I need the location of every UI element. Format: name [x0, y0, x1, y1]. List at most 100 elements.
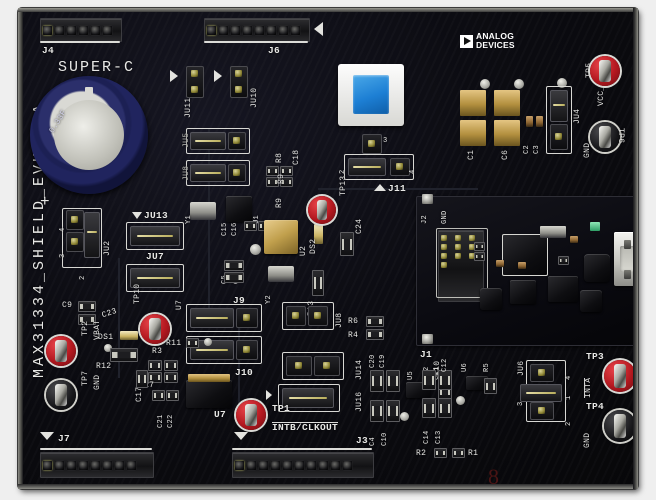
- pushbutton-sw1[interactable]: [338, 64, 404, 126]
- swd-pin[interactable]: [441, 253, 447, 259]
- header-pin[interactable]: [66, 25, 76, 35]
- header-pin[interactable]: [102, 460, 112, 470]
- jumper-post[interactable]: [555, 133, 562, 140]
- header-pin[interactable]: [254, 25, 264, 35]
- header-pin[interactable]: [270, 460, 280, 470]
- header-pin[interactable]: [234, 460, 244, 470]
- jumper-post[interactable]: [235, 86, 242, 93]
- header-pin[interactable]: [230, 25, 240, 35]
- testpoint-tp3-inta[interactable]: [604, 360, 636, 392]
- swd-pin[interactable]: [441, 235, 447, 241]
- jumper-ju6-pin4[interactable]: [530, 364, 554, 382]
- jumper-ju6-shunt[interactable]: [520, 384, 562, 402]
- jumper-j11-shunt[interactable]: [348, 158, 386, 176]
- jumper-ju10[interactable]: [230, 66, 248, 98]
- header-pin[interactable]: [90, 460, 100, 470]
- jumper-post[interactable]: [243, 314, 250, 321]
- jumper-post[interactable]: [396, 163, 403, 170]
- header-pin[interactable]: [294, 460, 304, 470]
- header-j4[interactable]: [40, 18, 122, 42]
- jumper-j9-shunt[interactable]: [190, 308, 234, 328]
- jumper-ju5-open[interactable]: [228, 132, 246, 150]
- testpoint-tp1-intb-clkout[interactable]: [236, 400, 266, 430]
- swd-pin[interactable]: [441, 244, 447, 250]
- jumper-j11-top[interactable]: [362, 134, 382, 154]
- header-pin[interactable]: [306, 460, 316, 470]
- sw1-button-cap[interactable]: [352, 75, 390, 114]
- jumper-ju14-b[interactable]: [314, 356, 340, 376]
- header-pin[interactable]: [78, 460, 88, 470]
- jumper-post[interactable]: [368, 140, 375, 147]
- jumper-ju14-a[interactable]: [286, 356, 312, 376]
- jumper-ju8-a[interactable]: [286, 306, 306, 326]
- jumper-post[interactable]: [292, 312, 299, 319]
- jumper-post[interactable]: [295, 362, 302, 369]
- jumper-post[interactable]: [191, 86, 198, 93]
- swd-pin[interactable]: [469, 244, 475, 250]
- jumper-post[interactable]: [323, 362, 330, 369]
- header-pin[interactable]: [318, 460, 328, 470]
- header-pin[interactable]: [66, 460, 76, 470]
- module-pushbutton[interactable]: [584, 254, 610, 282]
- testpoint-tp10[interactable]: [140, 314, 170, 344]
- jumper-post[interactable]: [314, 312, 321, 319]
- header-pin[interactable]: [266, 25, 276, 35]
- jumper-post[interactable]: [71, 238, 78, 245]
- swd-pin[interactable]: [469, 253, 475, 259]
- header-j6[interactable]: [204, 18, 310, 42]
- testpoint-tp4-gnd[interactable]: [604, 410, 636, 442]
- header-pin[interactable]: [282, 460, 292, 470]
- header-pin[interactable]: [54, 460, 64, 470]
- swd-pin[interactable]: [469, 235, 475, 241]
- jumper-post[interactable]: [538, 407, 545, 414]
- swd-pin[interactable]: [455, 253, 461, 259]
- jumper-post[interactable]: [538, 369, 545, 376]
- jumper-ju16-shunt[interactable]: [282, 388, 334, 408]
- header-j7[interactable]: [40, 452, 154, 478]
- header-pin[interactable]: [218, 25, 228, 35]
- jumper-j10-open[interactable]: [236, 340, 258, 360]
- testpoint-tp7-gnd[interactable]: [46, 380, 76, 410]
- header-pin[interactable]: [126, 460, 136, 470]
- header-pin[interactable]: [330, 460, 340, 470]
- jumper-ju6-pin2[interactable]: [530, 402, 554, 420]
- header-pin[interactable]: [258, 460, 268, 470]
- jumper-ju8-b[interactable]: [308, 306, 328, 326]
- swd-pin[interactable]: [441, 262, 447, 268]
- jumper-post[interactable]: [233, 137, 240, 144]
- header-pin[interactable]: [42, 460, 52, 470]
- jumper-j11-open[interactable]: [390, 158, 410, 176]
- testpoint-tp6-gnd[interactable]: [590, 122, 620, 152]
- jumper-post[interactable]: [243, 346, 250, 353]
- header-pin[interactable]: [246, 460, 256, 470]
- jumper-ju13-shunt[interactable]: [130, 226, 180, 246]
- header-j3[interactable]: [232, 452, 374, 478]
- header-pin[interactable]: [102, 25, 112, 35]
- jumper-post[interactable]: [233, 169, 240, 176]
- header-pin[interactable]: [242, 25, 252, 35]
- module-swd-header[interactable]: [438, 230, 484, 302]
- header-pin[interactable]: [90, 25, 100, 35]
- jumper-post[interactable]: [191, 70, 198, 77]
- header-pin[interactable]: [290, 25, 300, 35]
- jumper-ju2-shunt[interactable]: [84, 212, 100, 258]
- jumper-ju2-pin3[interactable]: [66, 232, 84, 252]
- header-pin[interactable]: [42, 25, 52, 35]
- header-pin[interactable]: [278, 25, 288, 35]
- jumper-ju4-open[interactable]: [550, 124, 568, 150]
- header-pin[interactable]: [206, 25, 216, 35]
- testpoint-tp13[interactable]: [308, 196, 336, 224]
- header-pin[interactable]: [342, 460, 352, 470]
- jumper-post[interactable]: [71, 216, 78, 223]
- jumper-ju8-shunt[interactable]: [190, 164, 226, 182]
- jumper-ju7-shunt[interactable]: [130, 268, 180, 288]
- jumper-ju2-pin4[interactable]: [66, 210, 84, 230]
- jumper-ju5-shunt[interactable]: [190, 132, 226, 150]
- swd-pin[interactable]: [455, 244, 461, 250]
- jumper-j9-open[interactable]: [236, 308, 258, 328]
- jumper-ju8-open[interactable]: [228, 164, 246, 182]
- header-pin[interactable]: [114, 460, 124, 470]
- swd-pin[interactable]: [455, 235, 461, 241]
- testpoint-tp2-vbat[interactable]: [46, 336, 76, 366]
- jumper-post[interactable]: [235, 70, 242, 77]
